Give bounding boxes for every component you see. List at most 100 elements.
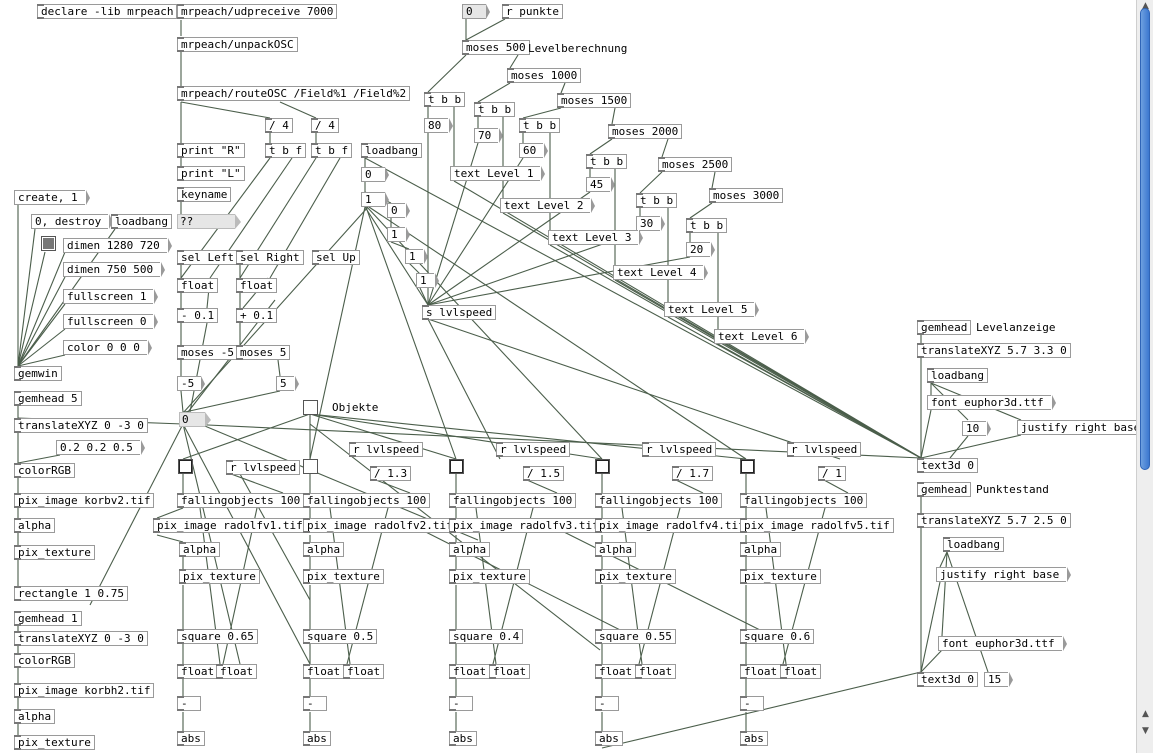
- alpha-object[interactable]: alpha: [303, 542, 345, 557]
- text-level-message[interactable]: text Level 5: [664, 302, 760, 317]
- divide-object[interactable]: / 1.3: [370, 466, 412, 481]
- pix-image-object[interactable]: pix_image korbv2.tif: [14, 493, 155, 508]
- text3d-object[interactable]: text3d 0: [917, 458, 978, 473]
- message-box[interactable]: 60: [519, 143, 549, 158]
- divide-object[interactable]: / 1: [818, 466, 846, 481]
- divide-object[interactable]: / 1.7: [672, 466, 714, 481]
- trigger-bb-object[interactable]: t b b: [474, 102, 516, 117]
- pix-image-object[interactable]: pix_image radolfv4.tif: [595, 518, 749, 533]
- number-box[interactable]: 0: [361, 167, 389, 182]
- message-box[interactable]: 15: [984, 672, 1014, 687]
- udpreceive-object[interactable]: mrpeach/udpreceive 7000: [177, 4, 338, 19]
- message-box[interactable]: 45: [586, 177, 616, 192]
- pix-texture-object[interactable]: pix_texture: [14, 735, 95, 750]
- loadbang-object[interactable]: loadbang: [361, 143, 422, 158]
- colorrgb-object[interactable]: colorRGB: [14, 653, 75, 668]
- receive-lvlspeed-object[interactable]: r lvlspeed: [496, 442, 571, 457]
- message-box[interactable]: 5: [276, 376, 299, 391]
- divide-object[interactable]: / 1.5: [523, 466, 565, 481]
- receive-punkte-object[interactable]: r punkte: [502, 4, 563, 19]
- vertical-scrollbar[interactable]: ▲ ▲ ▼: [1136, 0, 1153, 753]
- plus-object[interactable]: + 0.1: [236, 308, 278, 323]
- float-object[interactable]: float: [489, 664, 531, 679]
- message-box[interactable]: 0: [387, 203, 410, 218]
- justify-message[interactable]: justify right base: [936, 567, 1072, 582]
- float-object[interactable]: float: [635, 664, 677, 679]
- moses-3000-object[interactable]: moses 3000: [709, 188, 784, 203]
- minus-object[interactable]: -: [449, 696, 473, 711]
- pix-image-object[interactable]: pix_image radolfv2.tif: [303, 518, 457, 533]
- pix-texture-object[interactable]: pix_texture: [14, 545, 95, 560]
- float-object[interactable]: float: [740, 664, 782, 679]
- text-level-message[interactable]: text Level 6: [714, 329, 810, 344]
- font-message[interactable]: font euphor3d.ttf: [938, 636, 1067, 651]
- dimen-message[interactable]: dimen 750 500: [63, 262, 166, 277]
- sel-up-object[interactable]: sel Up: [312, 250, 360, 265]
- loadbang-object[interactable]: loadbang: [111, 214, 172, 229]
- fullscreen-message[interactable]: fullscreen 0: [63, 314, 159, 329]
- keyname-object[interactable]: keyname: [177, 187, 232, 202]
- float-object[interactable]: float: [236, 278, 278, 293]
- fallingobjects-object[interactable]: fallingobjects 100: [177, 493, 305, 508]
- square-object[interactable]: square 0.4: [449, 629, 524, 644]
- abs-object[interactable]: abs: [177, 731, 205, 746]
- rgb-message[interactable]: 0.2 0.2 0.5: [56, 440, 145, 455]
- number-atom[interactable]: 0: [179, 412, 211, 427]
- up-arrow-icon[interactable]: ▲: [1142, 709, 1149, 719]
- message-box[interactable]: 70: [474, 128, 504, 143]
- alpha-object[interactable]: alpha: [14, 518, 56, 533]
- float-object[interactable]: float: [177, 664, 219, 679]
- print-l-object[interactable]: print "L": [177, 166, 245, 181]
- toggle[interactable]: [41, 236, 56, 251]
- translatexyz-object[interactable]: translateXYZ 0 -3 0: [14, 418, 148, 433]
- justify-message[interactable]: justify right base: [1017, 420, 1136, 435]
- loadbang-object[interactable]: loadbang: [943, 537, 1004, 552]
- pix-texture-object[interactable]: pix_texture: [303, 569, 384, 584]
- pix-image-object[interactable]: pix_image radolfv5.tif: [740, 518, 894, 533]
- moses-object[interactable]: moses -5: [177, 345, 238, 360]
- dimen-message[interactable]: dimen 1280 720: [63, 238, 172, 253]
- trigger-bf-object[interactable]: t b f: [265, 143, 307, 158]
- float-object[interactable]: float: [177, 278, 219, 293]
- color-message[interactable]: color 0 0 0: [63, 340, 152, 355]
- text-level-message[interactable]: text Level 2: [500, 198, 596, 213]
- float-object[interactable]: float: [216, 664, 258, 679]
- message-box[interactable]: 1: [387, 227, 410, 242]
- font-message[interactable]: font euphor3d.ttf: [927, 395, 1056, 410]
- alpha-object[interactable]: alpha: [14, 709, 56, 724]
- print-r-object[interactable]: print "R": [177, 143, 245, 158]
- routeosc-object[interactable]: mrpeach/routeOSC /Field%1 /Field%2: [177, 86, 411, 101]
- gemhead-object[interactable]: gemhead 1: [14, 611, 82, 626]
- text-level-message[interactable]: text Level 1: [450, 166, 546, 181]
- number-box[interactable]: -5: [177, 376, 205, 391]
- fullscreen-message[interactable]: fullscreen 1: [63, 289, 159, 304]
- square-object[interactable]: square 0.65: [177, 629, 258, 644]
- minus-object[interactable]: -: [177, 696, 201, 711]
- float-object[interactable]: float: [595, 664, 637, 679]
- abs-object[interactable]: abs: [303, 731, 331, 746]
- minus-object[interactable]: -: [595, 696, 619, 711]
- toggle[interactable]: [303, 400, 318, 415]
- gemhead-object[interactable]: gemhead: [917, 482, 972, 497]
- trigger-bb-object[interactable]: t b b: [586, 154, 628, 169]
- unpackosc-object[interactable]: mrpeach/unpackOSC: [177, 37, 298, 52]
- gemhead-object[interactable]: gemhead 5: [14, 391, 82, 406]
- trigger-bb-object[interactable]: t b b: [519, 118, 561, 133]
- destroy-message[interactable]: 0, destroy: [31, 214, 114, 229]
- gemhead-object[interactable]: gemhead: [917, 320, 972, 335]
- alpha-object[interactable]: alpha: [740, 542, 782, 557]
- bang-button[interactable]: [595, 459, 610, 474]
- message-box[interactable]: 30: [636, 216, 666, 231]
- fallingobjects-object[interactable]: fallingobjects 100: [595, 493, 723, 508]
- bang-button[interactable]: [449, 459, 464, 474]
- divide-4-object[interactable]: / 4: [265, 118, 293, 133]
- translatexyz-object[interactable]: translateXYZ 0 -3 0: [14, 631, 148, 646]
- moses-object[interactable]: moses 5: [236, 345, 291, 360]
- trigger-bf-object[interactable]: t b f: [311, 143, 353, 158]
- square-object[interactable]: square 0.55: [595, 629, 676, 644]
- receive-lvlspeed-object[interactable]: r lvlspeed: [642, 442, 717, 457]
- abs-object[interactable]: abs: [595, 731, 623, 746]
- toggle[interactable]: [303, 459, 318, 474]
- message-box[interactable]: 20: [686, 242, 716, 257]
- scrollbar-thumb[interactable]: [1140, 8, 1150, 470]
